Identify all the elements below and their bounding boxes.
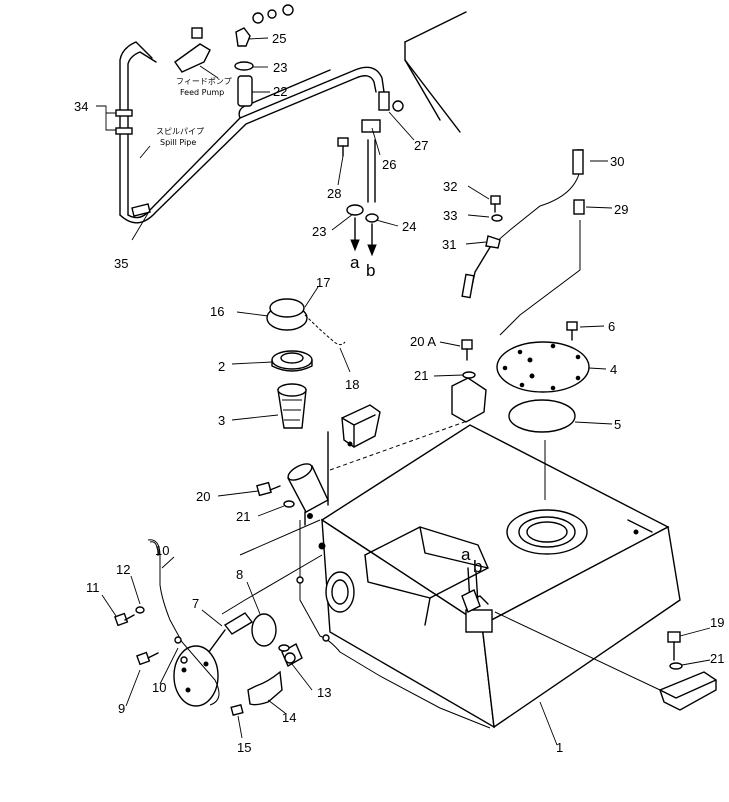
part-label-14: 14 <box>282 710 296 725</box>
part-label-24: 24 <box>402 219 416 234</box>
part-label-6: 6 <box>608 319 615 334</box>
drain-line <box>461 149 585 336</box>
connector-b-top: b <box>366 261 375 280</box>
part-label-25: 25 <box>272 31 286 46</box>
part-label-11: 11 <box>86 580 100 595</box>
part-label-29: 29 <box>614 202 628 217</box>
bolt-20-group <box>256 481 295 508</box>
inspection-cover-assembly <box>451 321 590 500</box>
part-label-35: 35 <box>114 256 128 271</box>
part-label-9: 9 <box>118 701 125 716</box>
connector-a-bottom: a <box>461 545 471 564</box>
feed-pump-label-en: Feed Pump <box>180 88 224 97</box>
filler-cap-assembly <box>266 298 346 526</box>
part-label-5: 5 <box>614 417 621 432</box>
breather-bracket <box>327 404 471 506</box>
part-label-21-center: 21 <box>414 368 428 383</box>
drain-cock-assembly <box>230 520 491 729</box>
part-label-26: 26 <box>382 157 396 172</box>
part-label-22: 22 <box>273 84 287 99</box>
part-label-27: 27 <box>414 138 428 153</box>
connector-b-bottom: b <box>473 557 482 576</box>
part-label-17: 17 <box>316 275 330 290</box>
part-label-13: 13 <box>317 685 331 700</box>
part-label-20a: 20 A <box>410 334 436 349</box>
part-label-33: 33 <box>443 208 457 223</box>
part-label-32: 32 <box>443 179 457 194</box>
tank-cover-outline <box>404 11 467 133</box>
feed-pump-label-ja: フィードポンプ <box>176 77 232 86</box>
part-label-3: 3 <box>218 413 225 428</box>
part-label-21-left: 21 <box>236 509 250 524</box>
annotation-notes: フィードポンプ Feed Pump スピルパイプ Spill Pipe <box>156 77 232 147</box>
part-label-34: 34 <box>74 99 88 114</box>
return-connection <box>461 567 481 613</box>
part-label-23-bottom: 23 <box>312 224 326 239</box>
connector-labels: a b a b <box>350 253 482 576</box>
callout-leaders <box>96 37 711 746</box>
part-label-2: 2 <box>218 359 225 374</box>
fuel-level-sender <box>114 519 323 707</box>
part-label-20: 20 <box>196 489 210 504</box>
part-label-15: 15 <box>237 740 251 755</box>
part-number-labels: 1 2 3 4 5 6 7 8 9 10 10 11 12 13 14 15 1… <box>74 31 724 755</box>
part-label-10b: 10 <box>152 680 166 695</box>
mounting-bracket-right <box>494 611 717 711</box>
part-label-1: 1 <box>556 740 563 755</box>
fuel-pipes <box>115 4 404 257</box>
part-label-8: 8 <box>236 567 243 582</box>
part-label-21-right: 21 <box>710 651 724 666</box>
part-label-4: 4 <box>610 362 617 377</box>
connector-a-top: a <box>350 253 360 272</box>
part-label-18: 18 <box>345 377 359 392</box>
part-label-30: 30 <box>610 154 624 169</box>
fuel-tank <box>318 424 681 729</box>
spill-pipe-label-ja: スピルパイプ <box>156 127 204 136</box>
part-label-28: 28 <box>327 186 341 201</box>
spill-pipe-label-en: Spill Pipe <box>160 138 196 147</box>
part-label-16: 16 <box>210 304 224 319</box>
part-label-12: 12 <box>116 562 130 577</box>
part-label-10a: 10 <box>155 543 169 558</box>
part-label-31: 31 <box>442 237 456 252</box>
part-label-23-top: 23 <box>273 60 287 75</box>
part-label-7: 7 <box>192 596 199 611</box>
part-label-19: 19 <box>710 615 724 630</box>
